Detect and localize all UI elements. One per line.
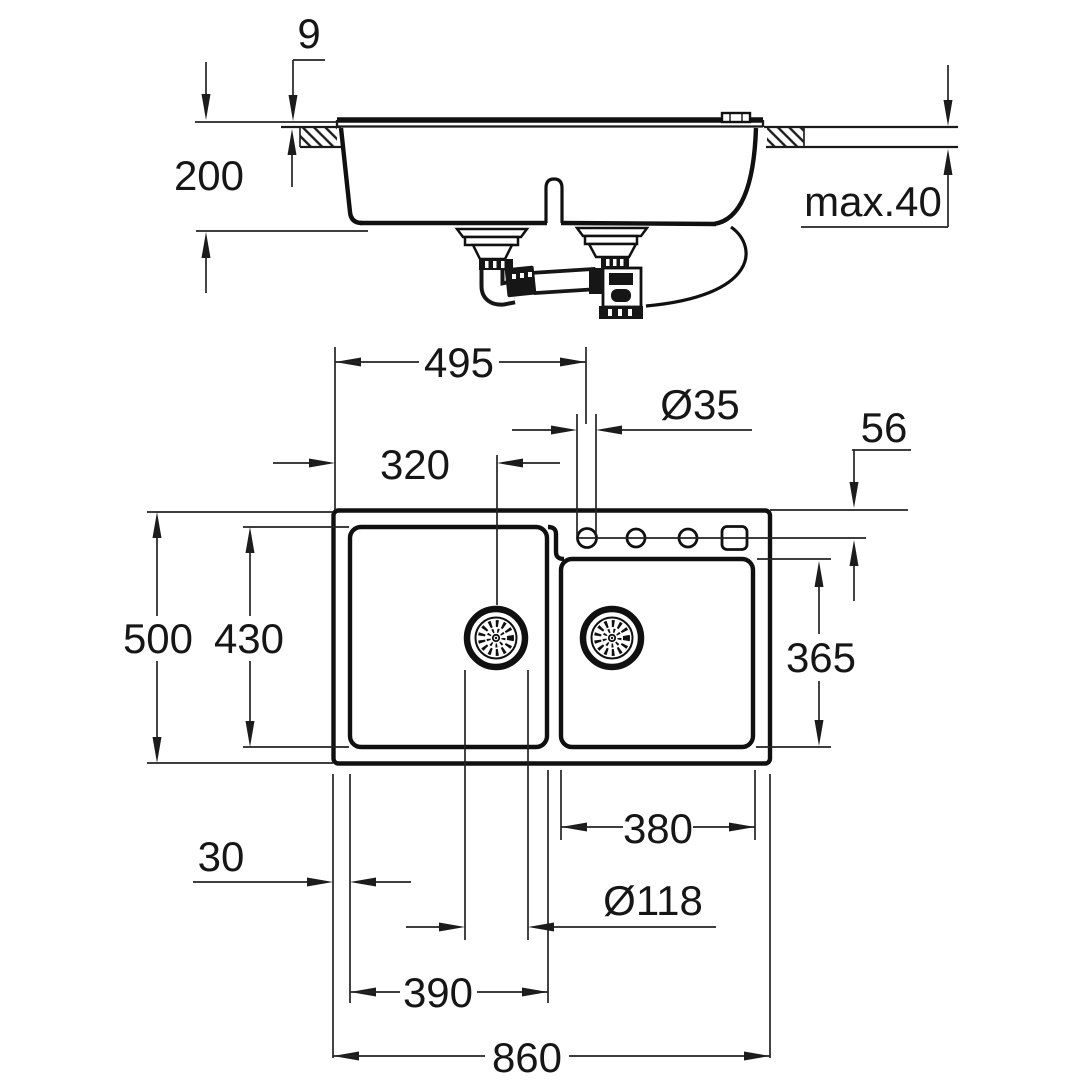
bowl-wall-right-section <box>713 127 759 227</box>
dim-tap-hole-diameter: Ø35 <box>512 381 752 435</box>
dim-right-bowl-depth: 365 <box>756 558 856 748</box>
sink-outline-plan <box>331 508 773 766</box>
dim-label-430: 430 <box>214 615 284 662</box>
dim-rim-height: 9 <box>287 10 325 187</box>
dim-overall-depth: 500 <box>123 511 333 764</box>
faucet-deck-holes <box>576 525 866 551</box>
dim-overall-width: 860 <box>333 1034 770 1081</box>
drain-assembly-left <box>454 227 597 307</box>
rim-clip-tab <box>720 111 752 124</box>
dim-tap-from-left: 495 <box>335 339 586 386</box>
drain-hose <box>645 225 748 308</box>
drain-assembly-right <box>574 226 650 319</box>
worktop-hatch-left <box>300 128 337 147</box>
right-bowl-outline <box>558 556 756 750</box>
left-bowl-outline <box>347 524 550 750</box>
dim-drain-diameter: Ø118 <box>406 877 716 932</box>
dim-label-30: 30 <box>198 833 245 880</box>
bowl-step-outline <box>547 524 565 562</box>
dim-tap-from-rear-edge: 56 <box>770 404 911 601</box>
worktop-right <box>764 125 958 149</box>
dim-edge-gap: 30 <box>193 833 411 887</box>
dim-label-365: 365 <box>786 634 856 681</box>
sink-body-section <box>335 111 765 308</box>
dim-label-200: 200 <box>174 152 244 199</box>
dim-label-320: 320 <box>380 441 450 488</box>
dim-label-860: 860 <box>492 1034 562 1081</box>
section-view: 9 200 max.40 <box>174 10 958 319</box>
dim-label-9: 9 <box>297 10 320 57</box>
dim-label-56: 56 <box>861 404 908 451</box>
plan-view: 495 320 Ø35 56 <box>123 339 911 1081</box>
dim-bowl-inner-depth: 430 <box>214 526 349 748</box>
bowl-wall-left-section <box>338 127 363 226</box>
dim-label-o118: Ø118 <box>603 877 703 924</box>
dim-label-o35: Ø35 <box>660 381 739 428</box>
drain-strainer-right <box>579 605 645 671</box>
dim-label-380: 380 <box>623 805 693 852</box>
worktop-left <box>195 121 341 149</box>
dim-drain-from-left: 320 <box>273 441 560 488</box>
dim-overall-height: 200 <box>174 62 368 293</box>
dim-label-390: 390 <box>403 969 473 1016</box>
dim-label-500: 500 <box>123 615 193 662</box>
dim-left-bowl-width: 390 <box>350 969 548 1016</box>
worktop-hatch-right <box>767 128 804 147</box>
dim-right-bowl-width: 380 <box>561 805 755 852</box>
bowl-divider-section <box>544 177 564 223</box>
drain-strainer-left <box>463 605 529 671</box>
dim-label-max40: max.40 <box>804 178 942 225</box>
dim-worktop-thickness: max.40 <box>801 65 953 228</box>
dim-label-495: 495 <box>424 339 494 386</box>
